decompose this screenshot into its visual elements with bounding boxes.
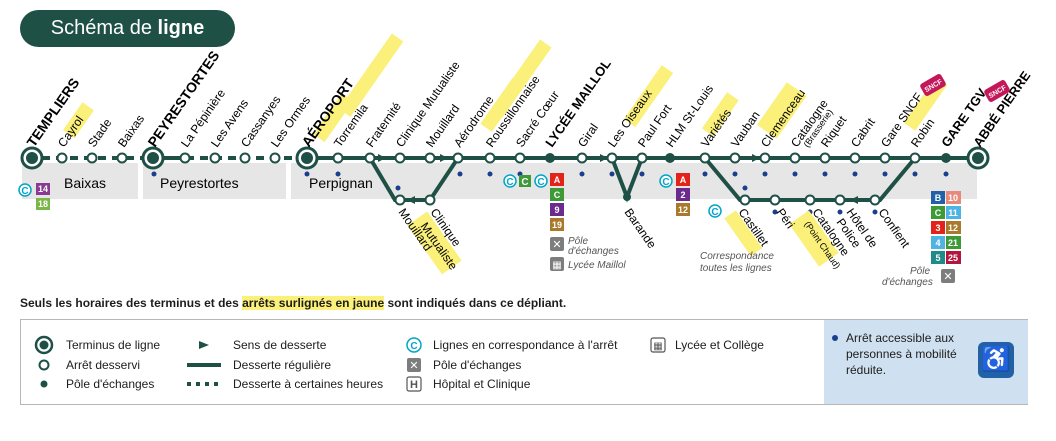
legend-hospital-icon: H — [410, 379, 418, 391]
legend-pole-icon: ✕ — [409, 360, 418, 372]
accessible-stop-dots — [151, 171, 949, 215]
zone-band-peyrestortes — [143, 163, 286, 199]
note-pole-1: Pôle — [568, 236, 588, 247]
wheelchair-icon: ♿ — [978, 342, 1014, 378]
corr-icon-st-louis: C — [662, 177, 669, 188]
stop-markers — [56, 152, 921, 206]
line-diagram: Baixas Peyrestortes Perpignan — [18, 33, 1034, 288]
page-title: Schéma de ligne — [20, 10, 235, 47]
corr-icon-templiers: C — [21, 186, 28, 197]
corr-icon-maillol: C — [537, 177, 544, 188]
legend-accessibility: Arrêt accessible aux personnes à mobilit… — [824, 320, 1028, 404]
direction-arrows — [378, 154, 858, 204]
legend-symbols: C ✕ H ▦ — [34, 335, 666, 392]
badges-st-louis: A 2 12 — [676, 173, 690, 216]
legend-school-icon: ▦ — [653, 341, 662, 352]
badge-tgv-21: 21 — [948, 238, 958, 248]
zone-label-peyrestortes: Peyrestortes — [160, 175, 239, 191]
accessible-dot-icon — [832, 335, 838, 341]
legend-direction: Sens de desserte — [233, 338, 327, 352]
badges-templiers: 14 18 — [36, 183, 50, 210]
badge-sacre-coeur-c: C — [521, 177, 528, 188]
legend-access-text: Arrêt accessible aux personnes à mobilit… — [846, 331, 957, 377]
note-corr-2: toutes les lignes — [700, 263, 772, 274]
footnote-highlight: arrêts surlignés en jaune — [242, 296, 385, 310]
terminus-markers — [20, 146, 990, 170]
stop-stade: Stade — [85, 116, 115, 150]
legend-school: Lycée et Collège — [675, 338, 764, 352]
legend-corr: Lignes en correspondance à l'arrêt — [433, 338, 618, 352]
svg-text:✕: ✕ — [943, 271, 952, 283]
badge-maillol-1: A — [554, 175, 561, 185]
note-lycee: Lycée Maillol — [568, 260, 626, 271]
badge-stlouis-3: 12 — [678, 205, 688, 215]
legend-pole-icon-label: Pôle d'échanges — [433, 358, 522, 372]
legend-served: Arrêt desservi — [66, 358, 141, 372]
badge-stlouis-1: A — [680, 175, 687, 185]
svg-text:✕: ✕ — [552, 239, 561, 251]
badge-templiers-1: 14 — [38, 184, 48, 194]
badge-maillol-2: C — [554, 190, 561, 200]
correspondence-icons: C C C C C C — [18, 174, 722, 218]
badge-tgv-25: 25 — [948, 253, 958, 263]
stop-cabrit: Cabrit — [848, 115, 878, 150]
corr-icon-sacre-coeur: C — [506, 177, 513, 188]
badge-tgv-c: C — [935, 208, 942, 218]
zone-label-baixas: Baixas — [64, 175, 106, 191]
stop-cayrol: Cayrol — [55, 113, 86, 149]
legend-pole: Pôle d'échanges — [66, 377, 155, 391]
badges-maillol: A C 9 19 — [550, 173, 564, 231]
legend-certain: Desserte à certaines heures — [233, 377, 384, 391]
stop-baixas: Baixas — [115, 112, 147, 150]
stop-barande: Barande — [622, 206, 660, 251]
note-pole-2: d'échanges — [568, 246, 619, 257]
svg-text:▦: ▦ — [552, 260, 561, 271]
badge-tgv-4: 4 — [935, 238, 940, 248]
legend-arrow-icon — [199, 341, 209, 349]
legend-terminus: Terminus de ligne — [66, 338, 161, 352]
pole-exchange-icons: ✕ ▦ ✕ — [550, 237, 955, 283]
zone-label-perpignan: Perpignan — [309, 175, 373, 191]
legend-hospital: Hôpital et Clinique — [433, 377, 531, 391]
badge-stlouis-2: 2 — [680, 190, 685, 200]
legend: C ✕ H ▦ Terminus de ligne Arrêt desservi… — [20, 319, 1028, 405]
badge-tgv-12: 12 — [948, 223, 958, 233]
legend-regular: Desserte régulière — [233, 358, 332, 372]
badges-gare-tgv: B 10 C 11 3 12 4 21 5 25 — [931, 191, 961, 264]
badge-maillol-4: 19 — [552, 220, 562, 230]
badge-tgv-10: 10 — [948, 193, 958, 203]
notes: Pôle d'échanges Lycée Maillol Correspond… — [568, 236, 933, 288]
badge-templiers-2: 18 — [38, 199, 48, 209]
note-tgv-pole-2: d'échanges — [882, 277, 933, 288]
footnote: Seuls les horaires des terminus et des a… — [20, 296, 567, 310]
badge-tgv-11: 11 — [948, 208, 958, 218]
badge-maillol-3: 9 — [554, 205, 559, 215]
badge-tgv-b: B — [935, 193, 942, 203]
title-bold: ligne — [157, 17, 205, 39]
note-tgv-pole-1: Pôle — [910, 266, 930, 277]
corr-icon-castillet: C — [711, 207, 718, 218]
title-prefix: Schéma de — [50, 17, 152, 39]
stop-giral: Giral — [575, 121, 601, 150]
note-corr-1: Correspondance — [700, 251, 774, 262]
legend-corr-icon: C — [410, 341, 417, 352]
stop-confient: Confient — [876, 206, 913, 251]
badge-tgv-5: 5 — [935, 253, 940, 263]
badge-tgv-3: 3 — [935, 223, 940, 233]
pole-markers — [545, 153, 951, 201]
